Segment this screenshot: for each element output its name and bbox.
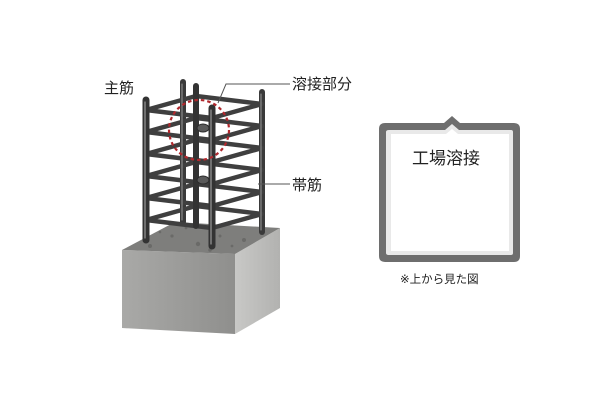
label-main-rebar: 主筋 [104,79,135,97]
hoop-outline-core [391,129,509,251]
weld-node-1 [196,123,210,133]
label-weld-part: 溶接部分 [292,75,353,93]
hoop-ring-4 [143,159,265,187]
weld-nodes [196,123,210,185]
concrete-side-face [235,228,280,334]
hoops [143,93,265,231]
label-factory-weld: 工場溶接 [412,149,480,169]
label-hoop: 帯筋 [292,176,323,194]
hoop-ring-6 [143,203,265,231]
concrete-top-face [122,222,280,254]
rebar-cage-front [142,83,262,250]
label-top-view-note: ※上から見た図 [400,272,479,286]
hoop-ring-5 [143,181,265,209]
weld-node-2 [196,175,210,185]
hoop-ring-3 [143,137,265,165]
leader-weld [217,83,290,104]
hoop-ring-1 [143,93,265,121]
concrete-base [122,222,280,334]
weld-highlight-circle [167,98,231,162]
concrete-front-face [122,250,235,334]
leader-lines [217,83,290,185]
hoop-ring-2 [143,115,265,143]
hoop-top-view [379,116,520,262]
